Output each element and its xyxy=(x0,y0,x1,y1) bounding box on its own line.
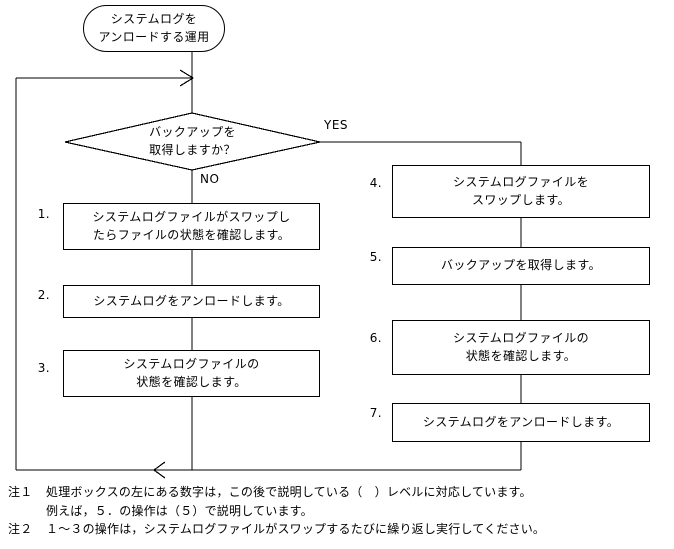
process-box-7: システムログをアンロードします。 xyxy=(392,403,650,442)
note-2-line-1: １～３の操作は，システムログファイルがスワップするたびに繰り返し実行してください… xyxy=(46,522,546,537)
process-box-7-label: システムログをアンロードします。 xyxy=(422,414,620,429)
notes-block: 注１ 処理ボックスの左にある数字は，この後で説明している（ ）レベルに対応してい… xyxy=(8,483,674,539)
edge-label-yes: YES xyxy=(323,118,350,132)
arrowhead-loop-bottom-left xyxy=(152,461,166,479)
terminal-node-label: システムログを アンロードする運用 xyxy=(98,12,210,44)
note-2: 注２ １～３の操作は，システムログファイルがスワップするたびに繰り返し実行してく… xyxy=(8,520,674,539)
step-number-5: 5. xyxy=(369,250,382,264)
process-box-4: システムログファイルを スワップします。 xyxy=(392,165,650,218)
edge-label-no: NO xyxy=(199,172,221,186)
decision-diamond-shape xyxy=(64,112,321,171)
note-1: 注１ 処理ボックスの左にある数字は，この後で説明している（ ）レベルに対応してい… xyxy=(8,483,674,502)
step-number-7: 7. xyxy=(369,406,382,420)
process-box-1-label: システムログファイルがスワップし たらファイルの状態を確認します。 xyxy=(92,210,291,242)
note-1-line-1: 処理ボックスの左にある数字は，この後で説明している（ ）レベルに対応しています。 xyxy=(46,485,532,499)
process-box-6: システムログファイルの 状態を確認します。 xyxy=(392,320,650,375)
step-number-2: 2. xyxy=(37,288,50,302)
note-1-line-2-row: 例えば，５．の操作は（５）で説明しています。 xyxy=(8,502,674,521)
process-box-5: バックアップを取得します。 xyxy=(392,247,650,285)
arrowhead-loop-into-decision xyxy=(179,69,195,87)
process-box-4-label: システムログファイルを スワップします。 xyxy=(452,175,590,207)
step-number-4: 4. xyxy=(369,176,382,190)
process-box-2: システムログをアンロードします。 xyxy=(63,285,320,318)
note-1-line-2: 例えば，５．の操作は（５）で説明しています。 xyxy=(46,503,313,518)
note-1-tag: 注１ xyxy=(8,485,33,499)
process-box-1: システムログファイルがスワップし たらファイルの状態を確認します。 xyxy=(63,203,320,250)
decision-node-label: バックアップを 取得しますか？ xyxy=(149,125,236,157)
step-number-1: 1. xyxy=(37,207,50,221)
terminal-node-start: システムログを アンロードする運用 xyxy=(83,5,225,52)
decision-node: バックアップを 取得しますか？ xyxy=(65,113,320,170)
step-number-3: 3. xyxy=(37,361,50,375)
note-2-tag: 注２ xyxy=(8,522,33,537)
process-box-5-label: バックアップを取得します。 xyxy=(440,258,601,273)
process-box-2-label: システムログをアンロードします。 xyxy=(93,293,290,308)
process-box-3-label: システムログファイルの 状態を確認します。 xyxy=(123,357,260,389)
process-box-6-label: システムログファイルの 状態を確認します。 xyxy=(452,331,590,363)
step-number-6: 6. xyxy=(369,331,382,345)
process-box-3: システムログファイルの 状態を確認します。 xyxy=(63,350,320,397)
